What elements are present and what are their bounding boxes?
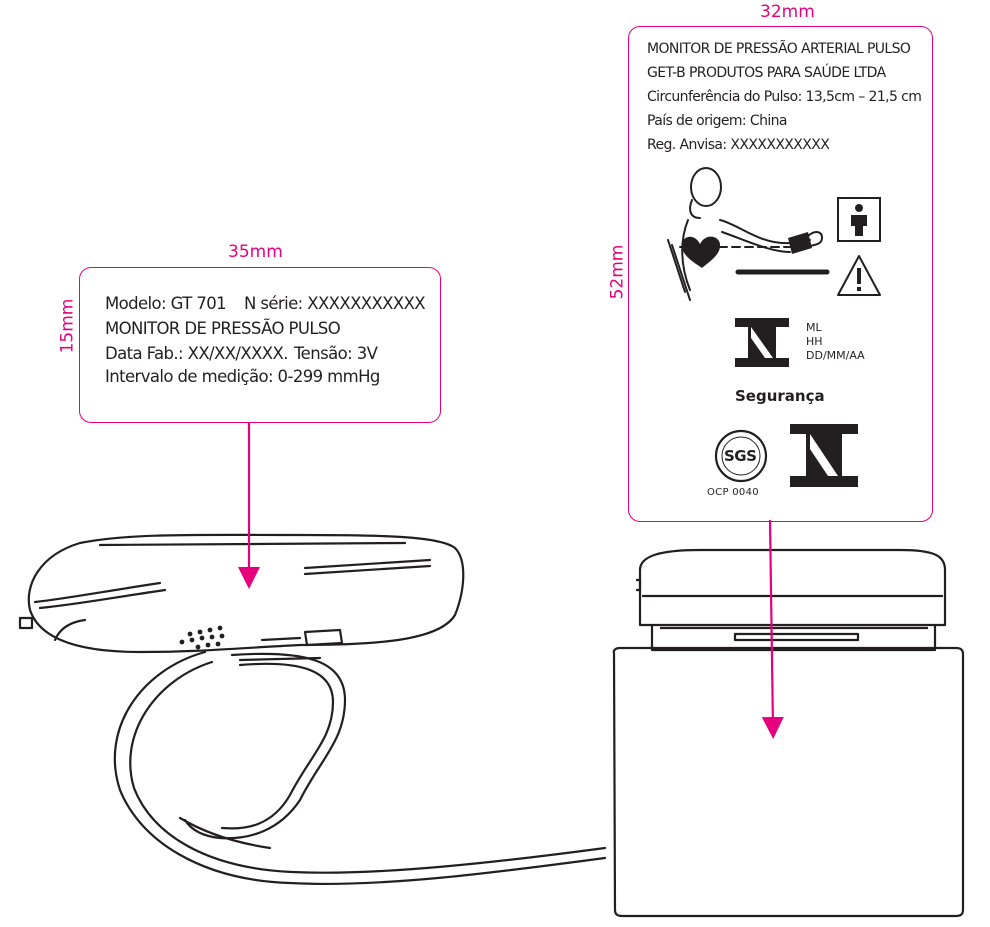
date-line: Data Fab.: XX/XX/XXXX.	[105, 344, 288, 363]
left-label-height-dim: 15mm	[57, 298, 78, 354]
inmetro-logo-large	[790, 424, 858, 487]
right-arrow	[761, 519, 784, 739]
range-line: Intervalo de medição: 0-299 mmHg	[105, 367, 380, 386]
product-line: MONITOR DE PRESSÃO PULSO	[105, 319, 341, 338]
inmetro-code-ml: ML	[806, 321, 822, 334]
safety-text: Segurança	[735, 387, 825, 405]
inmetro-code-date: DD/MM/AA	[806, 349, 865, 362]
right-label-height-dim: 52mm	[607, 244, 628, 300]
wrist-monitor-left	[18, 533, 607, 886]
label-line-4: País de origem: China	[647, 113, 787, 129]
voltage-line: Tensão: 3V	[294, 344, 378, 363]
hand-icon	[807, 231, 824, 247]
sgs-text: SGS	[724, 447, 757, 465]
ocp-text: OCP 0040	[707, 487, 759, 498]
inmetro-code-hh: HH	[806, 335, 823, 348]
label-line-1: MONITOR DE PRESSÃO ARTERIAL PULSO	[647, 41, 911, 57]
wrist-cuff	[788, 232, 812, 254]
label-line-3: Circunferência do Pulso: 13,5cm – 21,5 c…	[647, 89, 922, 105]
label-line-5: Reg. Anvisa: XXXXXXXXXXX	[647, 137, 830, 153]
left-label-width-dim: 35mm	[228, 242, 283, 262]
product-label-right: MONITOR DE PRESSÃO ARTERIAL PULSO GET-B …	[628, 26, 933, 522]
heart-icon	[681, 236, 721, 268]
inmetro-logo-small	[735, 318, 789, 367]
label-line-2: GET-B PRODUTOS PARA SAÚDE LTDA	[647, 65, 886, 81]
warning-icon	[837, 255, 881, 296]
serial-line: N série: XXXXXXXXXXX	[244, 294, 426, 313]
wrist-monitor-right	[612, 548, 965, 918]
type-bf-icon	[837, 197, 881, 242]
right-label-width-dim: 32mm	[760, 2, 815, 22]
sgs-logo	[714, 429, 768, 483]
product-label-left: Modelo: GT 701 N série: XXXXXXXXXXX MONI…	[79, 267, 441, 423]
vent-dots	[179, 625, 225, 650]
model-line: Modelo: GT 701	[105, 294, 227, 313]
